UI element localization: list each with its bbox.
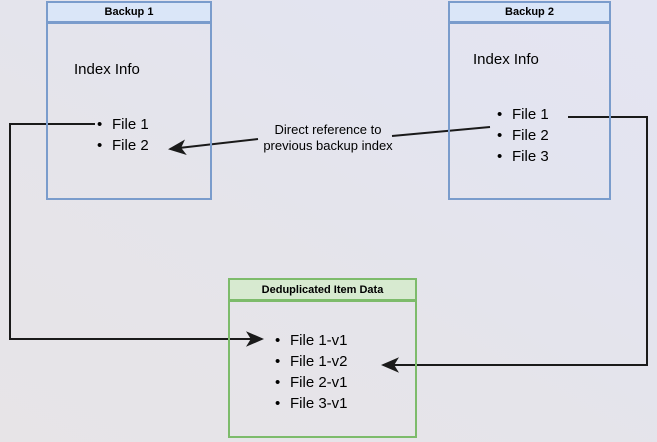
list-item: File 2: [97, 135, 149, 156]
backup1-body: [46, 22, 212, 200]
list-item: File 1: [497, 104, 549, 125]
edge-backup1-file1-to-dedup: [9, 123, 264, 347]
backup2-title: Index Info: [473, 51, 539, 68]
dedup-header-label: Deduplicated Item Data: [261, 283, 384, 296]
list-item: File 3-v1: [275, 393, 348, 414]
list-item: File 3: [497, 146, 549, 167]
list-item: File 1-v2: [275, 351, 348, 372]
direct-reference-label-line2: previous backup index: [263, 138, 393, 153]
backup2-item-list: File 1 File 2 File 3: [497, 104, 549, 167]
direct-reference-label-line1: Direct reference to: [274, 122, 382, 137]
list-item: File 1: [97, 114, 149, 135]
edge-direct-reference: [168, 126, 491, 155]
edge-backup2-file1-to-dedup: [381, 116, 648, 373]
direct-reference-label: Direct reference to previous backup inde…: [248, 122, 408, 154]
list-item: File 2-v1: [275, 372, 348, 393]
backup1-header-label: Backup 1: [104, 6, 154, 18]
dedup-header: Deduplicated Item Data: [228, 278, 417, 301]
backup2-header-label: Backup 2: [505, 6, 554, 18]
backup2-header: Backup 2: [448, 1, 611, 23]
dedup-item-list: File 1-v1 File 1-v2 File 2-v1 File 3-v1: [275, 330, 348, 414]
dedup-body: [228, 300, 417, 438]
backup1-title: Index Info: [74, 61, 140, 78]
list-item: File 1-v1: [275, 330, 348, 351]
list-item: File 2: [497, 125, 549, 146]
backup1-item-list: File 1 File 2: [97, 114, 149, 156]
backup2-body: [448, 22, 611, 200]
backup1-header: Backup 1: [46, 1, 212, 23]
